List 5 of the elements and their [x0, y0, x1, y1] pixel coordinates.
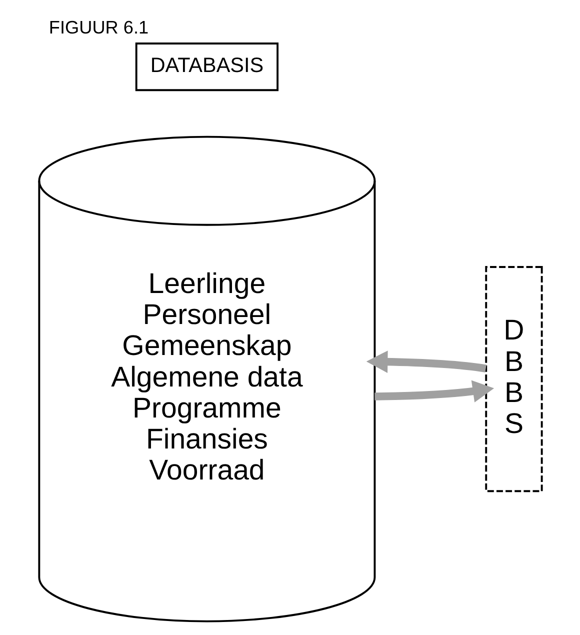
node-box: DBBS — [484, 266, 542, 492]
node-box: DATABASIS — [134, 42, 278, 92]
arrow — [366, 350, 486, 373]
diagram-title: FIGUUR 6.1 — [48, 17, 148, 38]
arrow — [374, 380, 494, 402]
